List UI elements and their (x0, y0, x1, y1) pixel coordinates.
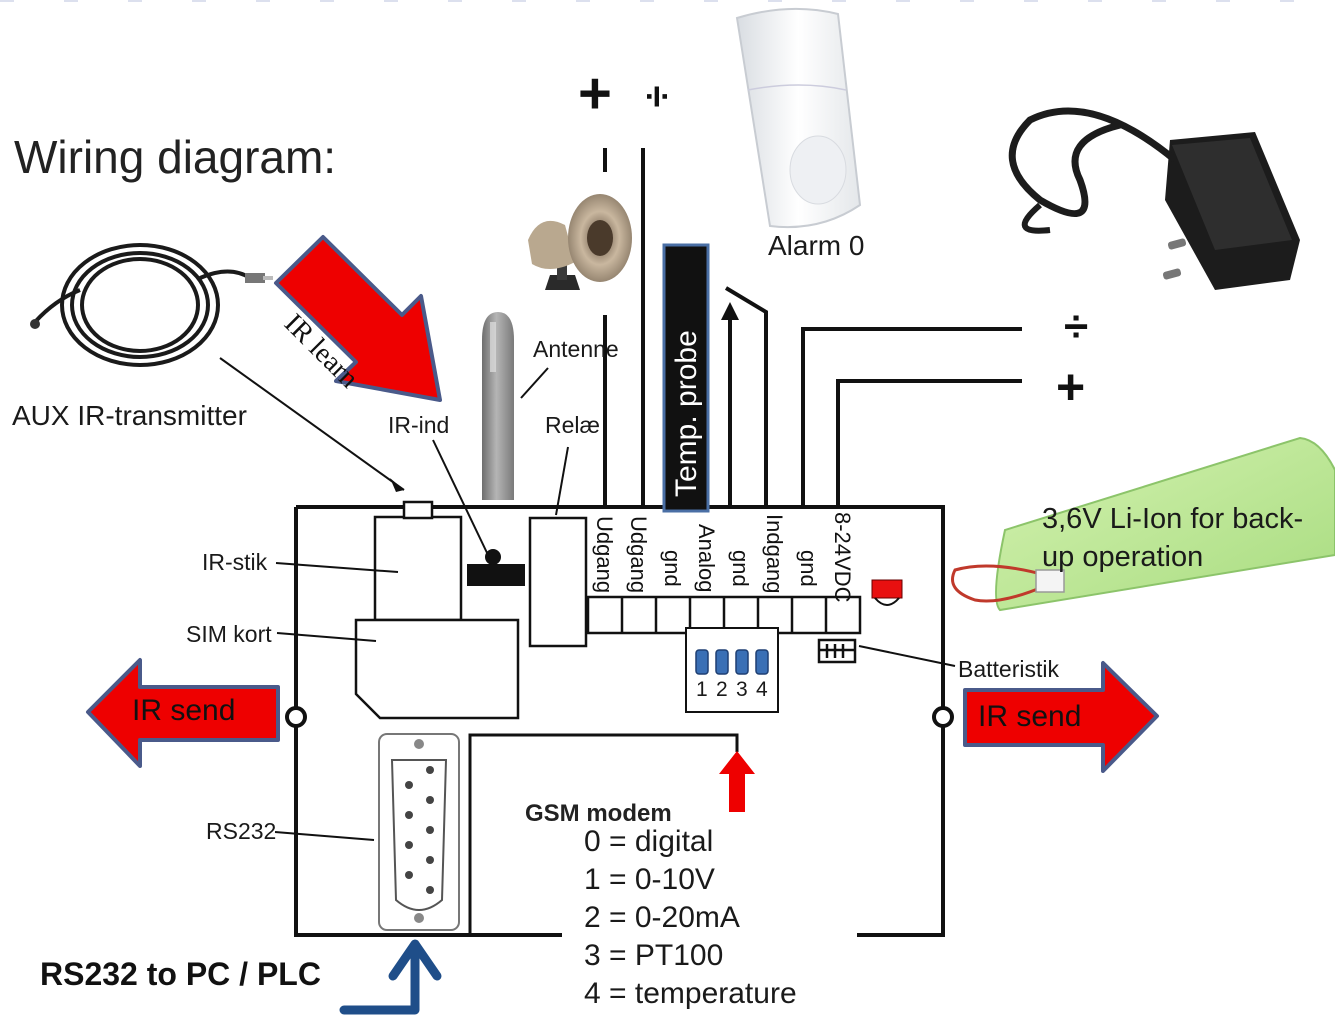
dip-number-3: 3 (736, 678, 748, 701)
terminal-label-gnd-1: gnd (660, 550, 685, 587)
right-plus-symbol: + (1056, 359, 1086, 415)
gsm-modem-label: GSM modem (525, 800, 672, 827)
ir-send-right-arrow (963, 661, 1159, 773)
dip-number-1: 1 (696, 678, 708, 701)
input-arrowhead (721, 302, 739, 320)
sim-card-holder (354, 618, 520, 720)
terminal-label-gnd-2: gnd (728, 550, 753, 587)
battery-connector (817, 638, 857, 664)
ir-send-right-label: IR send (978, 700, 1082, 733)
dip-toggles (695, 649, 769, 675)
top-plus-symbol: + (578, 61, 612, 126)
ir-send-left-arrow (86, 658, 280, 768)
pir-detector (735, 7, 862, 229)
power-adapter (1008, 107, 1300, 290)
batteristik-label: Batteristik (958, 656, 1059, 682)
terminal-label-analog: Analog (694, 524, 719, 593)
aux-ir-cable (33, 243, 252, 367)
legend-item-1: 1 = 0-10V (584, 863, 715, 896)
legend-item-0: 0 = digital (584, 825, 714, 858)
terminal-label-udgang-2: Udgang (626, 516, 651, 594)
antenne-label: Antenne (533, 336, 619, 362)
rs232-db9-connector (378, 733, 460, 931)
relay (528, 516, 588, 648)
ir-stik-label: IR-stik (202, 549, 268, 575)
dip-number-4: 4 (756, 678, 768, 701)
page-title: Wiring diagram: (14, 131, 337, 183)
ir-stik-connector (373, 515, 463, 622)
wires (603, 148, 1022, 507)
mount-hole-right (932, 706, 954, 728)
siren-horn (528, 194, 632, 290)
terminal-label-power: 8-24VDC (830, 512, 855, 603)
temp-probe-label: Temp. probe (670, 330, 703, 497)
sim-kort-label: SIM kort (186, 621, 272, 647)
mount-hole-left (285, 706, 307, 728)
rs232-label: RS232 (206, 818, 277, 844)
gsm-antenna-arrow (719, 751, 755, 812)
aux-ir-leader-arrow (390, 478, 404, 492)
battery-label-line2: up operation (1042, 541, 1204, 573)
battery-label-line1: 3,6V Li-Ion for back- (1042, 503, 1304, 535)
battery-pack (951, 436, 1335, 612)
footer-rs232-caption: RS232 to PC / PLC (40, 956, 321, 992)
right-minus-symbol: ÷ (1064, 302, 1089, 351)
ir-learn-arrow (274, 235, 442, 402)
aux-ir-label: AUX IR-transmitter (12, 400, 247, 431)
dip-number-2: 2 (716, 678, 728, 701)
top-minus-symbol: ÷ (634, 85, 679, 108)
terminal-label-indgang: Indgang (762, 514, 787, 594)
status-led (871, 579, 903, 599)
terminal-label-udgang-1: Udgang (592, 516, 617, 594)
ir-ind-receiver (467, 564, 525, 586)
ir-send-left-label: IR send (132, 694, 236, 727)
relae-label: Relæ (545, 412, 600, 438)
terminal-label-gnd-3: gnd (796, 550, 821, 587)
legend-item-3: 3 = PT100 (584, 939, 724, 972)
legend-item-2: 2 = 0-20mA (584, 901, 740, 934)
aux-ir-plug (30, 273, 273, 329)
temp-probe (662, 243, 710, 513)
alarm-label: Alarm 0 (768, 230, 865, 261)
ir-ind-label: IR-ind (388, 412, 450, 438)
leader-lines (219, 357, 956, 841)
gsm-modem (468, 733, 739, 935)
legend-item-4: 4 = temperature (584, 977, 797, 1010)
legend-box (565, 818, 855, 1016)
rs232-arrow (339, 939, 442, 1015)
antenna (482, 312, 514, 500)
